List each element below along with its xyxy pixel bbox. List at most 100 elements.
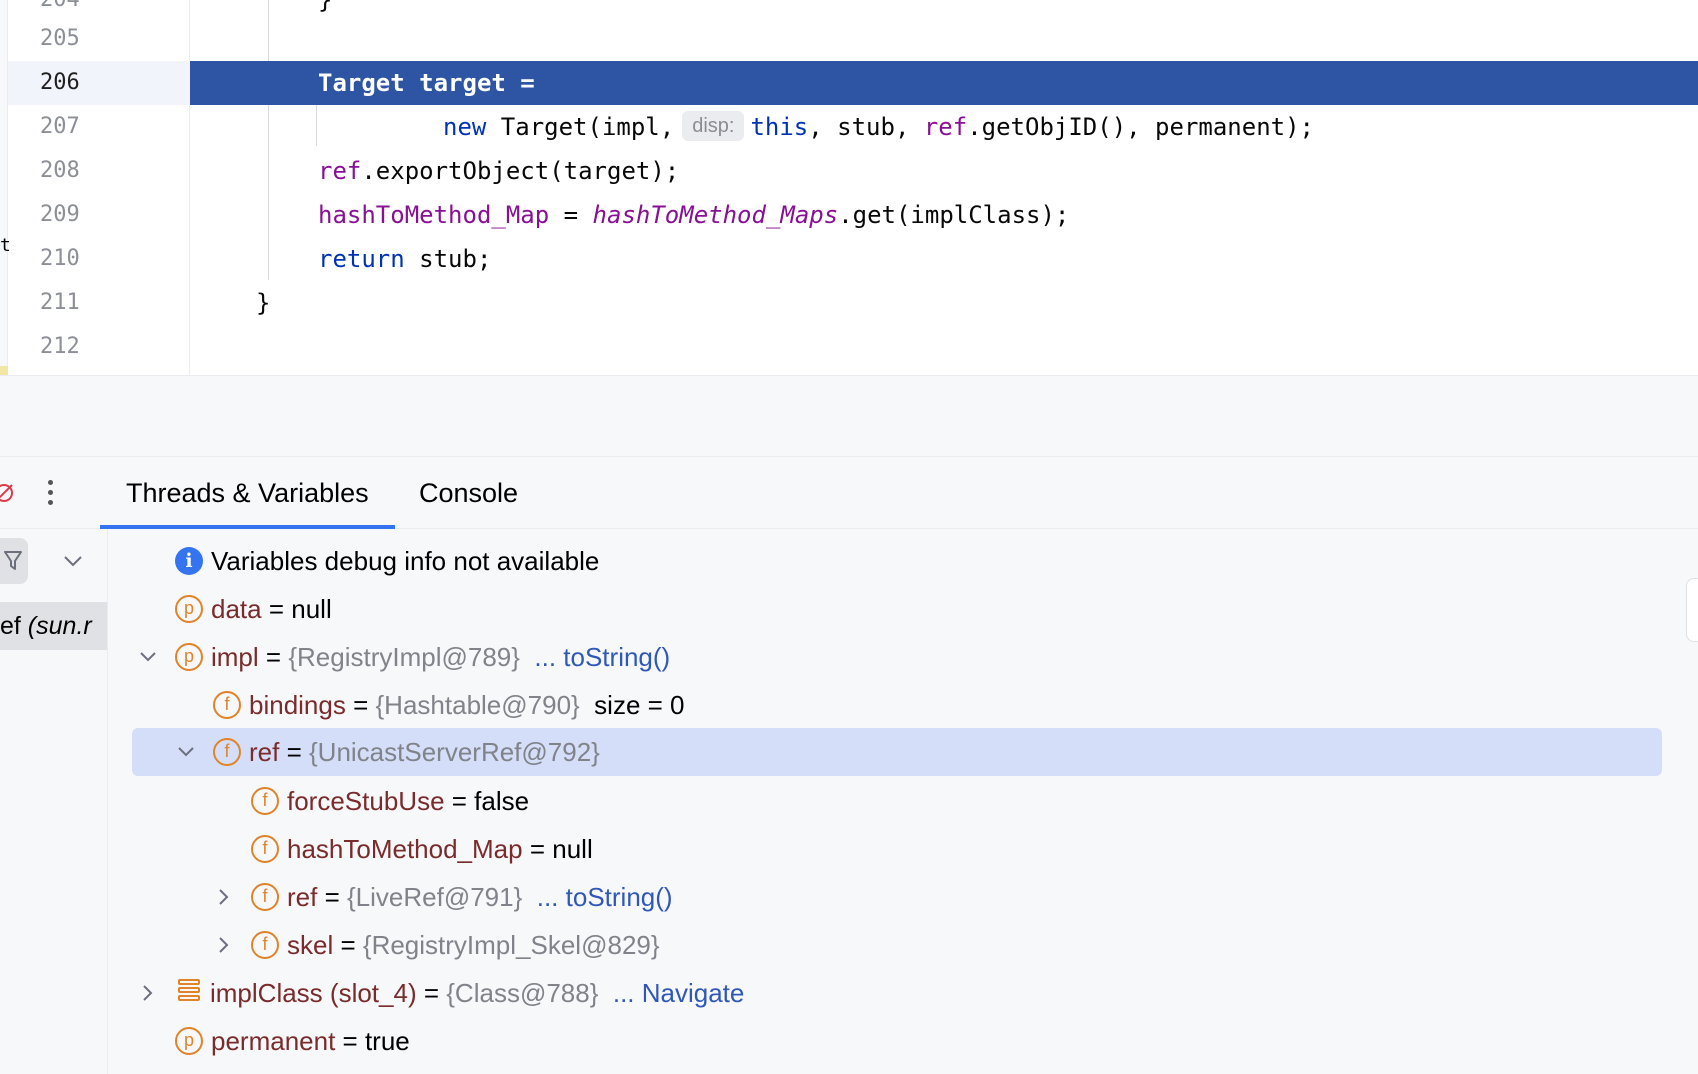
code-args-rest: .getObjID(), permanent); <box>967 113 1314 141</box>
variable-value: null <box>291 594 332 624</box>
chevron-right-icon[interactable] <box>212 921 236 969</box>
code-args: , stub, <box>808 113 924 141</box>
tab-threads-variables[interactable]: Threads & Variables <box>100 457 395 529</box>
mute-breakpoints-icon[interactable] <box>0 478 14 508</box>
line-number: 207 <box>40 114 80 139</box>
field-icon: f <box>251 931 279 960</box>
code-line-211[interactable]: 211 } <box>0 281 1698 325</box>
variable-row[interactable]: p permanent = true <box>175 1017 410 1065</box>
code-return-value: stub; <box>404 245 492 273</box>
indent-guide <box>316 104 317 146</box>
code-text: } <box>256 289 271 317</box>
field-icon: f <box>251 787 279 816</box>
filter-icon[interactable] <box>0 538 28 584</box>
code-line-204[interactable]: 204 } <box>0 0 1698 22</box>
code-call: .exportObject(target); <box>361 157 680 185</box>
variables-panel <box>108 529 1698 1074</box>
line-number: 205 <box>40 26 80 51</box>
field-icon: f <box>251 835 279 864</box>
navigate-link[interactable]: ... Navigate <box>612 978 745 1008</box>
chevron-down-icon[interactable] <box>136 633 160 681</box>
equals-sign: = <box>444 786 475 816</box>
chevron-down-icon[interactable] <box>58 545 88 577</box>
keyword-return: return <box>318 245 405 273</box>
field-icon: f <box>213 691 241 720</box>
gutter-strip <box>0 0 8 375</box>
code-line-209[interactable]: 209 hashToMethod_Map = hashToMethod_Maps… <box>0 193 1698 237</box>
keyword-this: this <box>750 113 809 141</box>
line-number: 209 <box>40 202 80 227</box>
tostring-link[interactable]: ... toString() <box>536 882 673 912</box>
code-line-210[interactable]: 210 return stub; <box>0 237 1698 281</box>
code-text: } <box>318 0 333 14</box>
variable-name: impl <box>211 642 259 672</box>
chevron-right-icon[interactable] <box>136 969 160 1017</box>
variable-name: forceStubUse <box>287 786 445 816</box>
object-ref: {UnicastServerRef@792} <box>308 737 600 767</box>
code-editor[interactable]: t 204 } 205 206 Target target = 207 new … <box>0 0 1698 375</box>
gutter-marker: t <box>0 235 11 256</box>
stack-slot-icon <box>178 979 200 1007</box>
parameter-icon: p <box>175 595 203 624</box>
tostring-link[interactable]: ... toString() <box>534 642 671 672</box>
code-line-212[interactable]: 212 <box>0 325 1698 369</box>
equals-sign: = <box>416 978 447 1008</box>
equals-sign: = <box>333 930 363 960</box>
code-line-208[interactable]: 208 ref.exportObject(target); <box>0 149 1698 193</box>
equals-sign: = <box>317 882 347 912</box>
line-number: 212 <box>40 334 80 359</box>
object-ref: {RegistryImpl@789} <box>288 642 520 672</box>
info-icon: i <box>175 547 203 576</box>
frame-class: (sun.r <box>20 612 92 640</box>
variable-name: bindings <box>249 690 346 720</box>
line-number: 210 <box>40 246 80 271</box>
code-assign: = <box>549 201 593 229</box>
line-number: 211 <box>40 290 80 315</box>
variable-name: skel <box>287 930 334 960</box>
variable-value: true <box>364 1026 410 1056</box>
line-number: 208 <box>40 158 80 183</box>
variable-name: ref <box>287 882 318 912</box>
info-row: i Variables debug info not available <box>175 537 599 585</box>
frame-method: ef <box>0 612 21 640</box>
variable-name: permanent <box>211 1026 336 1056</box>
object-ref: {Hashtable@790} <box>375 690 580 720</box>
static-field-hashToMethod_Maps: hashToMethod_Maps <box>592 201 839 229</box>
object-ref: {Class@788} <box>446 978 599 1008</box>
code-line-206-current[interactable]: 206 Target target = <box>0 61 1698 105</box>
variable-name: implClass (slot_4) <box>210 978 417 1008</box>
code-text: return stub; <box>318 237 491 281</box>
field-hashToMethod_Map: hashToMethod_Map <box>318 201 550 229</box>
change-marker <box>0 366 8 375</box>
variable-name: data <box>211 594 262 624</box>
frame-item-selected[interactable]: ef (sun.r <box>0 602 107 650</box>
current-line-highlight <box>190 61 1698 105</box>
code-call: Target(impl, <box>486 113 675 141</box>
info-text: Variables debug info not available <box>211 546 600 576</box>
more-options-icon[interactable] <box>38 474 62 510</box>
side-handle[interactable] <box>1686 578 1698 642</box>
code-text: ref.exportObject(target); <box>318 149 679 193</box>
code-text: new Target(impl,disp:this, stub, ref.get… <box>443 105 1314 149</box>
equals-sign: = <box>258 642 289 672</box>
variable-row[interactable]: implClass (slot_4) = {Class@788} ... Nav… <box>178 969 744 1017</box>
parameter-icon: p <box>175 1027 203 1056</box>
object-ref: {RegistryImpl_Skel@829} <box>362 930 660 960</box>
field-ref: ref <box>923 113 968 141</box>
code-line-205[interactable]: 205 <box>0 17 1698 61</box>
code-line-207[interactable]: 207 new Target(impl,disp:this, stub, ref… <box>0 105 1698 149</box>
chevron-down-icon[interactable] <box>174 728 198 776</box>
tab-console[interactable]: Console <box>419 478 519 508</box>
equals-sign: = <box>335 1026 365 1056</box>
code-text: Target target = <box>318 69 535 97</box>
chevron-right-icon[interactable] <box>212 873 236 921</box>
code-text: hashToMethod_Map = hashToMethod_Maps.get… <box>318 193 1069 237</box>
